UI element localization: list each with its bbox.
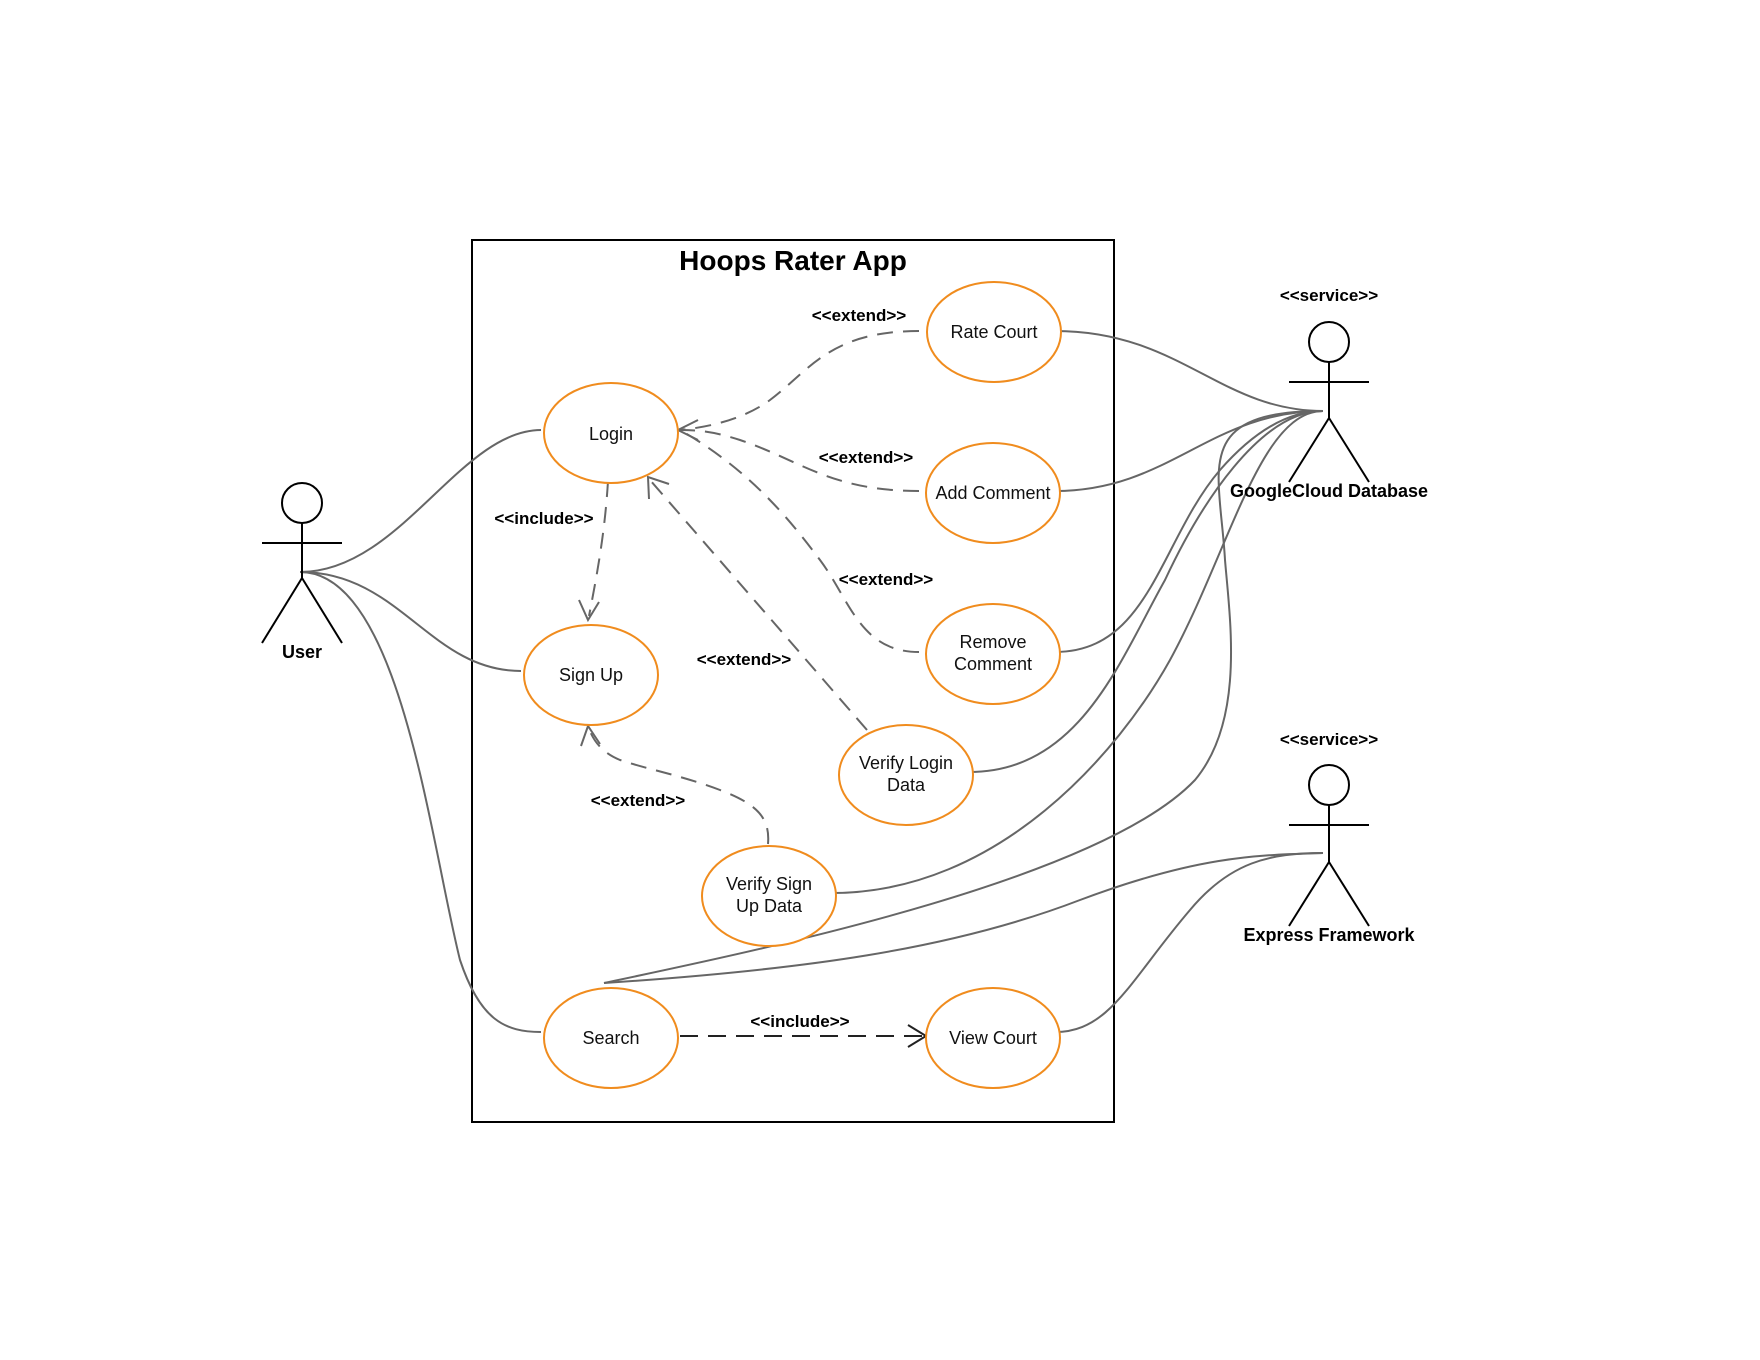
use-case-verify-login-data[interactable]: Verify Login Data [838,724,974,826]
label-include-search-view-court: <<include>> [750,1012,849,1031]
actor-express-stereotype: <<service>> [1280,730,1378,749]
actor-user-label: User [282,642,322,662]
use-case-view-court-label: View Court [949,1028,1037,1048]
use-case-add-comment-shape [925,442,1061,544]
extend-verify-login-login [649,479,868,731]
use-case-remove-comment-line-1: Remove [959,632,1026,652]
actor-database-stereotype: <<service>> [1280,286,1378,305]
extend-remove-comment-login [679,429,920,653]
relationship-labels: <<extend>> <<extend>> <<include>> <<exte… [494,306,933,1031]
label-extend-verify-signup: <<extend>> [591,791,686,810]
assoc-db-add-comment [1054,410,1324,492]
assoc-db-rate-court [1054,330,1324,412]
use-case-sign-up-shape [523,624,659,726]
use-case-remove-comment-label: Remove [959,632,1026,652]
label-extend-rate-court: <<extend>> [812,306,907,325]
use-case-remove-comment-label-2: Comment [954,654,1032,674]
actor-database-head [1308,321,1350,363]
label-extend-add-comment: <<extend>> [819,448,914,467]
assoc-db-search [603,410,1324,984]
assoc-express-view-court [1054,852,1324,1033]
use-case-verify-login-data-line-1: Verify Login [859,753,953,773]
use-case-verify-sign-up-data-line-2: Up Data [736,896,803,916]
actor-express-framework[interactable]: <<service>> Express Framework [1243,730,1415,945]
actor-user-head [281,482,323,524]
use-case-add-comment[interactable]: Add Comment [925,442,1061,544]
use-case-verify-sign-up-data-label-2: Up Data [736,896,803,916]
use-case-verify-sign-up-data-line-1: Verify Sign [726,874,812,894]
use-case-login-line-1: Login [589,424,633,444]
arrowhead-extend-verify-signup [580,723,601,747]
label-include-login-signup: <<include>> [494,509,593,528]
use-case-verify-sign-up-data[interactable]: Verify Sign Up Data [701,845,837,947]
use-case-login-shape [543,382,679,484]
assoc-db-verify-signup [831,410,1324,894]
use-case-view-court-shape [925,987,1061,1089]
use-case-verify-login-data-label-2: Data [887,775,926,795]
use-case-rate-court-line-1: Rate Court [950,322,1037,342]
actor-express-left-leg [1288,861,1330,927]
actor-user-left-leg [261,577,303,644]
express-associations [603,852,1324,1033]
extend-rate-court-login [679,330,920,431]
use-case-verify-sign-up-data-shape [701,845,837,947]
actor-database-right-leg [1328,417,1370,483]
arrowhead-extend-verify-login [646,475,670,500]
extend-verify-signup-signup [587,725,770,845]
system-boundary [471,239,1115,1123]
use-case-search[interactable]: Search [543,987,679,1089]
use-case-search-line-1: Search [582,1028,639,1048]
actor-database-left-leg [1288,417,1330,483]
extend-add-comment-login [679,429,920,492]
user-associations [299,429,542,1033]
use-case-rate-court[interactable]: Rate Court [926,281,1062,383]
use-case-login[interactable]: Login [543,382,679,484]
assoc-db-remove-comment [1054,410,1324,653]
use-case-verify-sign-up-data-label: Verify Sign [726,874,812,894]
arrowhead-include-login-signup [578,599,600,623]
system-title: Hoops Rater App [679,245,907,276]
use-case-verify-login-data-shape [838,724,974,826]
actor-express-label: Express Framework [1243,925,1415,945]
use-case-add-comment-line-1: Add Comment [935,483,1050,503]
actor-user-right-leg [301,577,343,644]
actor-express-right-leg [1328,861,1370,927]
use-case-sign-up[interactable]: Sign Up [523,624,659,726]
assoc-user-signup [299,571,522,672]
use-case-rate-court-label: Rate Court [950,322,1037,342]
actor-user[interactable]: User [261,482,343,662]
assoc-express-search [603,852,1324,984]
use-case-rate-court-shape [926,281,1062,383]
use-case-remove-comment-line-2: Comment [954,654,1032,674]
label-extend-verify-login: <<extend>> [697,650,792,669]
use-case-remove-comment-shape [925,603,1061,705]
assoc-user-login [299,429,542,573]
use-case-remove-comment[interactable]: Remove Comment [925,603,1061,705]
use-case-search-label: Search [582,1028,639,1048]
actor-googlecloud-database[interactable]: <<service>> GoogleCloud Database [1230,286,1428,501]
assoc-db-verify-login [968,410,1324,773]
use-case-sign-up-line-1: Sign Up [559,665,623,685]
use-case-sign-up-label: Sign Up [559,665,623,685]
use-case-login-label: Login [589,424,633,444]
actor-express-head [1308,764,1350,806]
assoc-user-search [299,571,542,1033]
use-case-verify-login-data-label: Verify Login [859,753,953,773]
label-extend-remove-comment: <<extend>> [839,570,934,589]
use-case-search-shape [543,987,679,1089]
include-login-signup [588,480,609,617]
use-case-view-court-line-1: View Court [949,1028,1037,1048]
use-case-verify-login-data-line-2: Data [887,775,926,795]
use-case-add-comment-label: Add Comment [935,483,1050,503]
use-case-view-court[interactable]: View Court [925,987,1061,1089]
actor-database-label: GoogleCloud Database [1230,481,1428,501]
database-associations [603,330,1324,984]
